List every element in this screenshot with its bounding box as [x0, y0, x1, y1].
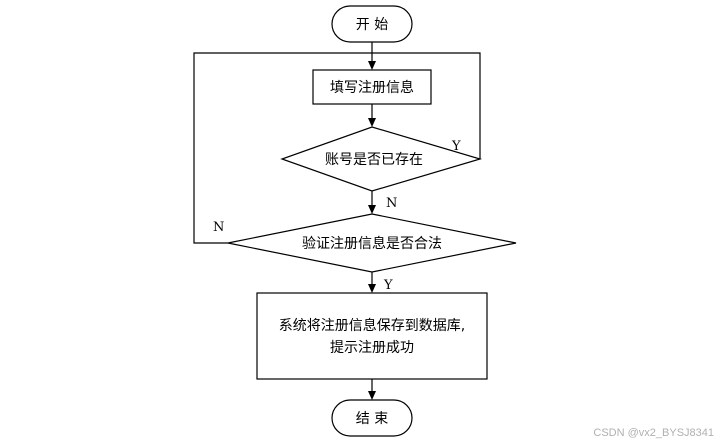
edge-validate-no-loop [193, 52, 372, 244]
arrowhead-exists-to-validate [368, 205, 376, 214]
account-exists-label: 账号是否已存在 [325, 152, 423, 168]
validate-info-label: 验证注册信息是否合法 [302, 235, 442, 252]
save-label-line1: 系统将注册信息保存到数据库, [279, 317, 465, 334]
arrowhead-validate-to-save [368, 284, 376, 293]
arrowhead-save-to-end [368, 391, 376, 400]
watermark-text: CSDN @vx2_BYSJ8341 [593, 427, 714, 439]
start-label: 开 始 [356, 17, 388, 33]
exists-yes-label: Y [451, 139, 461, 154]
save-process [256, 292, 488, 380]
fill-info-process [312, 69, 432, 105]
edge-exists-yes-loop [372, 52, 481, 159]
arrowhead-fill-to-exists [368, 118, 376, 127]
validate-yes-label: Y [383, 278, 393, 293]
fill-info-label: 填写注册信息 [330, 79, 414, 96]
exists-no-label: N [386, 196, 397, 211]
end-terminal [331, 399, 413, 437]
end-label: 结 束 [356, 411, 388, 427]
arrowhead-start-to-fill [368, 61, 376, 70]
validate-no-label: N [213, 220, 224, 235]
save-label-line2: 提示注册成功 [330, 340, 414, 356]
